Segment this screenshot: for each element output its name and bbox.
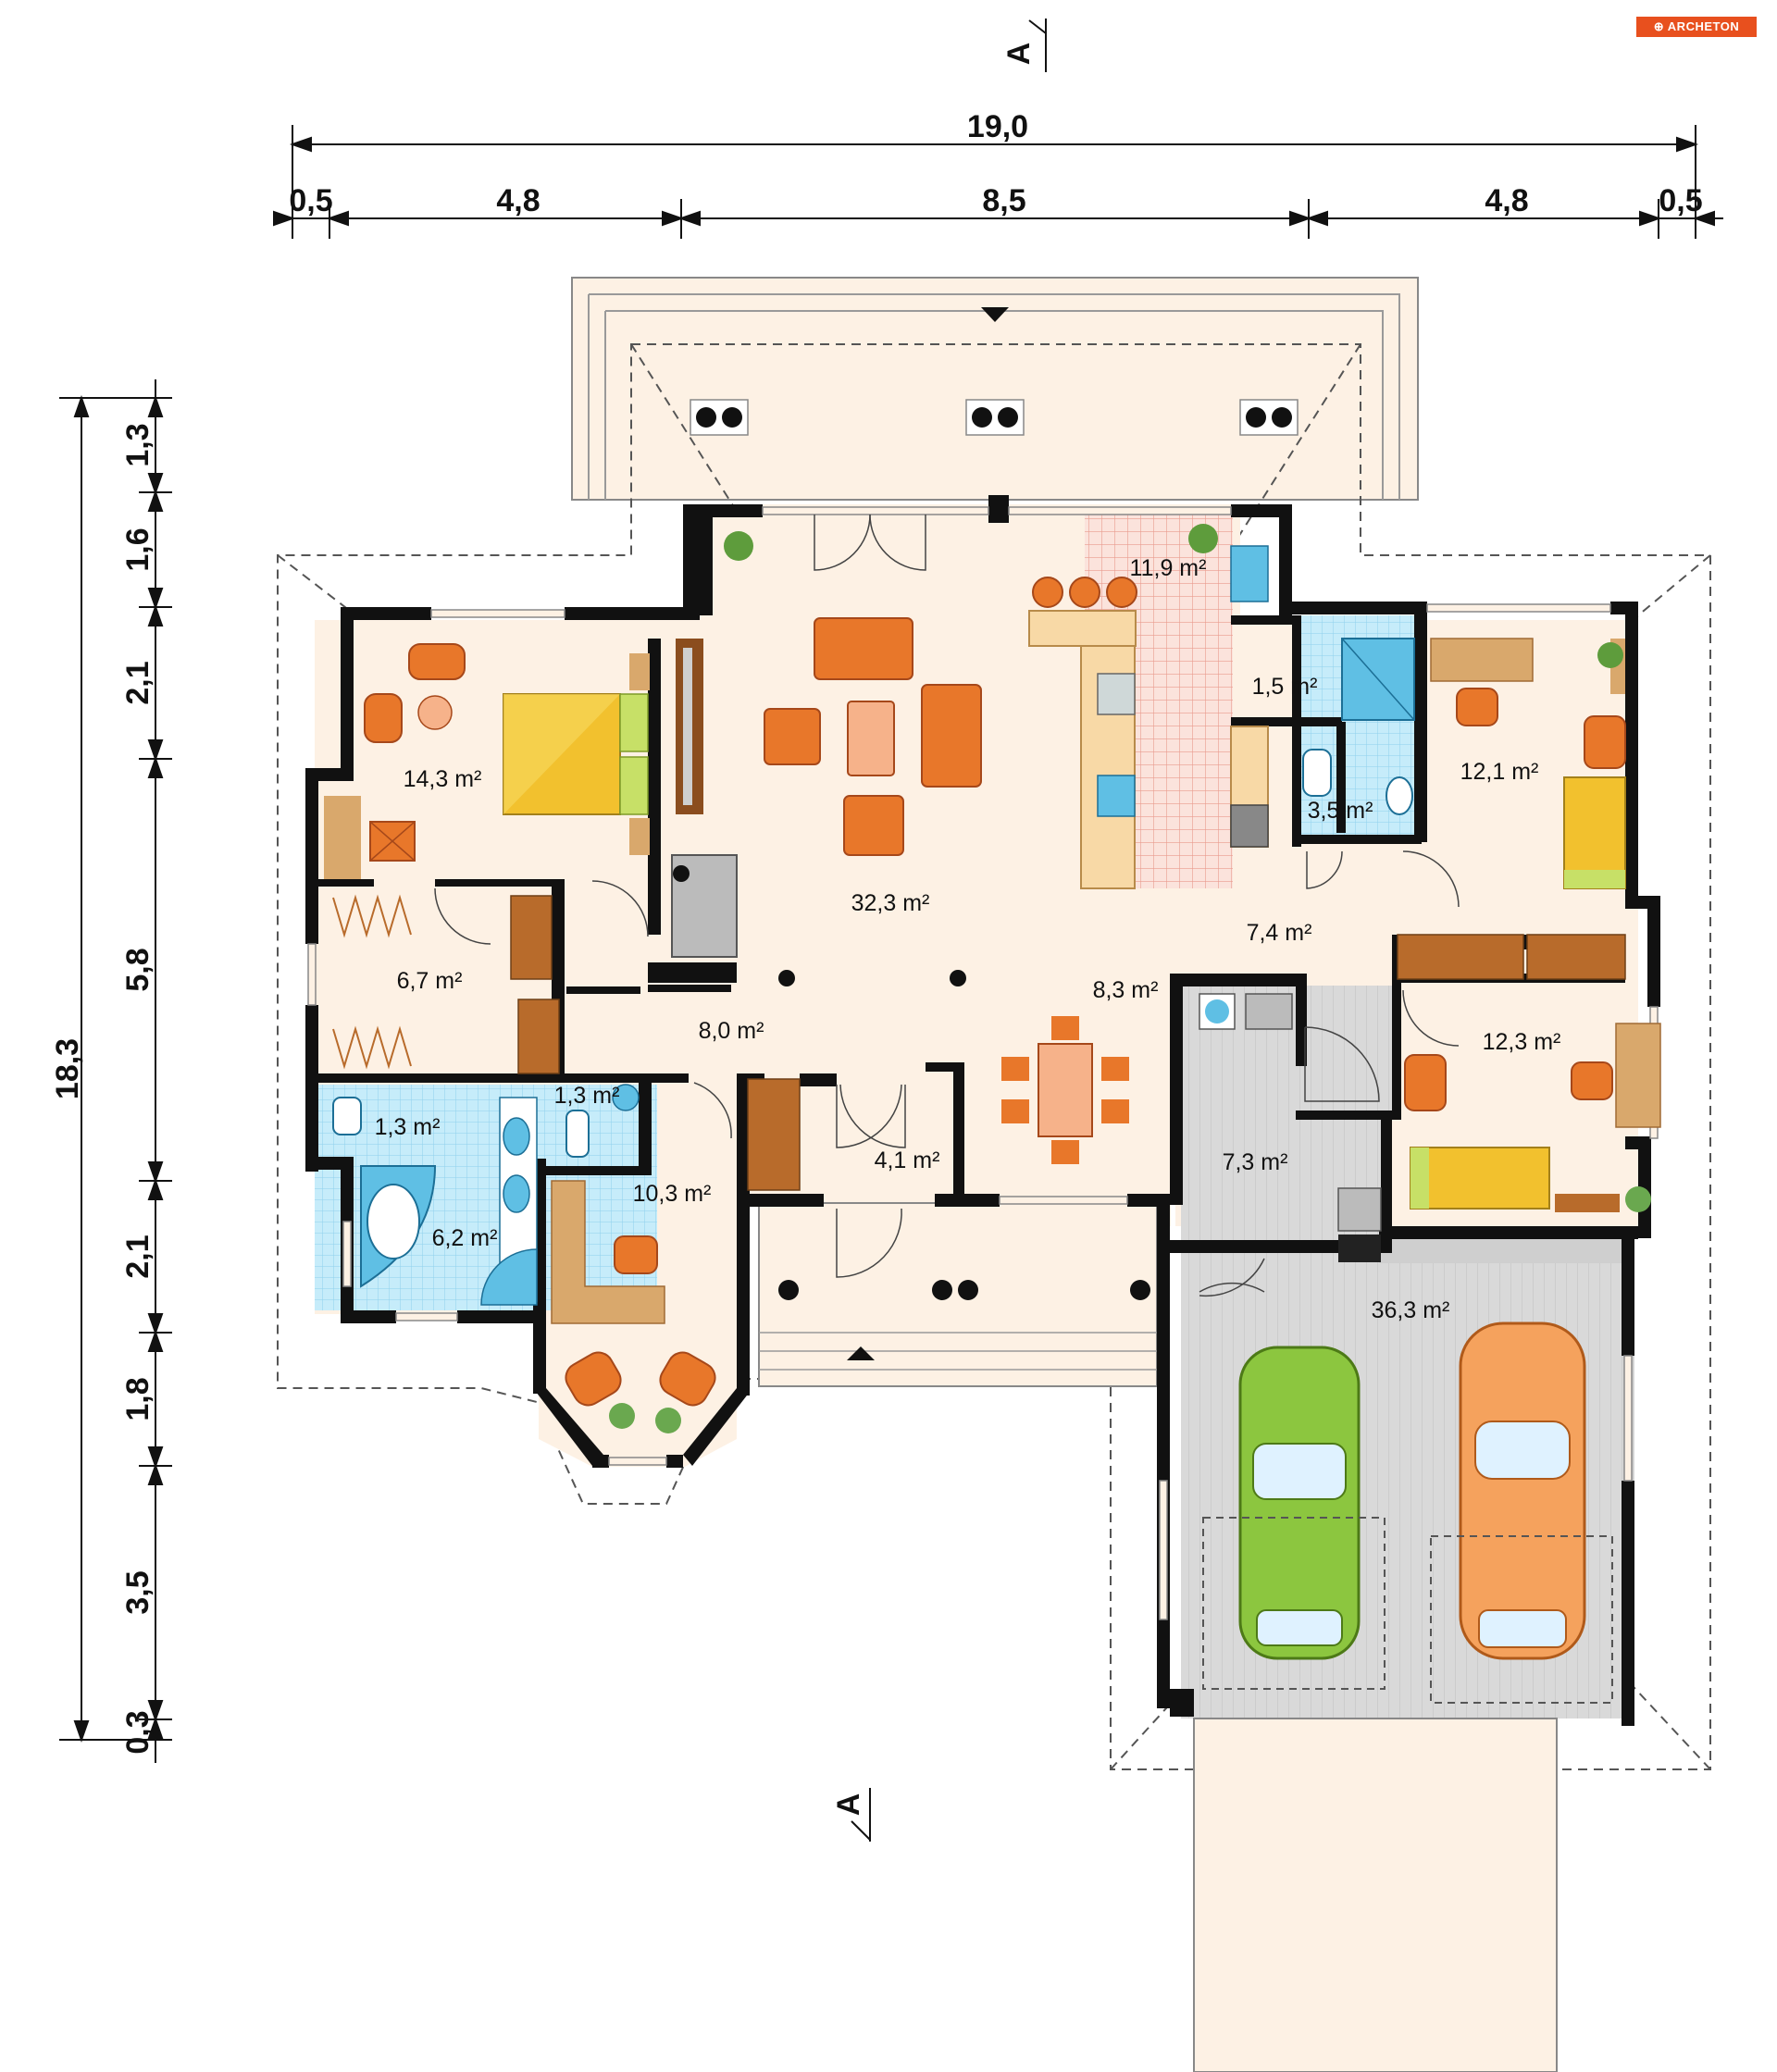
section-marker-bottom: A xyxy=(831,1788,871,1842)
dimension-left-3: 5,8 xyxy=(120,948,155,991)
dining-furniture xyxy=(1001,1016,1129,1164)
dimension-overall-height: 18,3 xyxy=(50,1038,85,1099)
room-labels: 32,3 m² 11,9 m² 1,5 m² 3,5 m² 14,3 m² 6,… xyxy=(375,555,1561,1323)
bathroom-fixtures xyxy=(332,638,1415,1306)
room-label-bedroom-master: 14,3 m² xyxy=(404,766,482,792)
room-label-pantry: 1,5 m² xyxy=(1252,674,1318,700)
room-label-kitchen: 11,9 m² xyxy=(1130,555,1207,581)
room-label-utility: 7,3 m² xyxy=(1223,1149,1288,1175)
garage-cars xyxy=(1199,1282,1613,1704)
bedroom-left-furniture xyxy=(324,643,650,1074)
dimension-left-5: 1,8 xyxy=(120,1377,155,1421)
dimension-overall-width: 19,0 xyxy=(967,109,1028,144)
plants xyxy=(724,524,1623,668)
living-furniture xyxy=(671,514,982,986)
room-label-bedroom-right-top: 12,1 m² xyxy=(1460,759,1539,785)
walls xyxy=(305,495,1660,1726)
logo-text: ARCHETON xyxy=(1667,19,1740,33)
dimension-top-1: 4,8 xyxy=(496,183,540,218)
room-label-corridor: 7,4 m² xyxy=(1247,920,1312,946)
room-label-vestibule: 4,1 m² xyxy=(875,1148,940,1173)
room-label-wardrobe: 6,7 m² xyxy=(397,968,463,994)
top-dimensions xyxy=(273,125,1723,239)
room-label-dining: 8,3 m² xyxy=(1093,977,1159,1003)
room-label-bath-wc-left: 1,3 m² xyxy=(375,1114,441,1140)
utility-fixtures xyxy=(1199,993,1382,1297)
room-label-living: 32,3 m² xyxy=(851,890,930,916)
section-label-bottom: A xyxy=(831,1793,866,1817)
kitchen-furniture xyxy=(1028,545,1269,889)
dimension-top-2: 8,5 xyxy=(982,183,1025,218)
section-marker-top: A xyxy=(1001,19,1047,72)
room-label-garage: 36,3 m² xyxy=(1372,1297,1450,1323)
room-label-hall-left: 8,0 m² xyxy=(699,1018,764,1044)
dimension-top-3: 4,8 xyxy=(1485,183,1528,218)
archeton-logo: ⊕ ARCHETON xyxy=(1636,17,1757,37)
room-label-wc-mid: 1,3 m² xyxy=(554,1083,620,1109)
dimension-left-0: 1,3 xyxy=(120,423,155,466)
dimension-left-1: 1,6 xyxy=(120,527,155,571)
dimension-left-4: 2,1 xyxy=(120,1235,155,1278)
dimension-top-4: 0,5 xyxy=(1659,183,1702,218)
terrace-lamps xyxy=(690,399,1299,436)
study-furniture xyxy=(551,1082,732,1433)
room-label-wc-right: 3,5 m² xyxy=(1308,798,1373,824)
dimension-left-6: 3,5 xyxy=(120,1570,155,1614)
dimension-left-7: 0,3 xyxy=(120,1710,155,1754)
room-label-bath-left: 6,2 m² xyxy=(432,1225,498,1251)
dimension-left-2: 2,1 xyxy=(120,661,155,704)
terrace-top xyxy=(571,277,1419,501)
room-label-bedroom-right-bottom: 12,3 m² xyxy=(1483,1029,1561,1055)
bedroom-right-furniture xyxy=(1306,638,1661,1212)
left-dimensions xyxy=(59,379,172,1763)
vestibule-details xyxy=(747,1078,1150,1300)
section-label-top: A xyxy=(1001,43,1037,66)
dimension-top-0: 0,5 xyxy=(289,183,332,218)
room-label-study: 10,3 m² xyxy=(633,1181,712,1207)
